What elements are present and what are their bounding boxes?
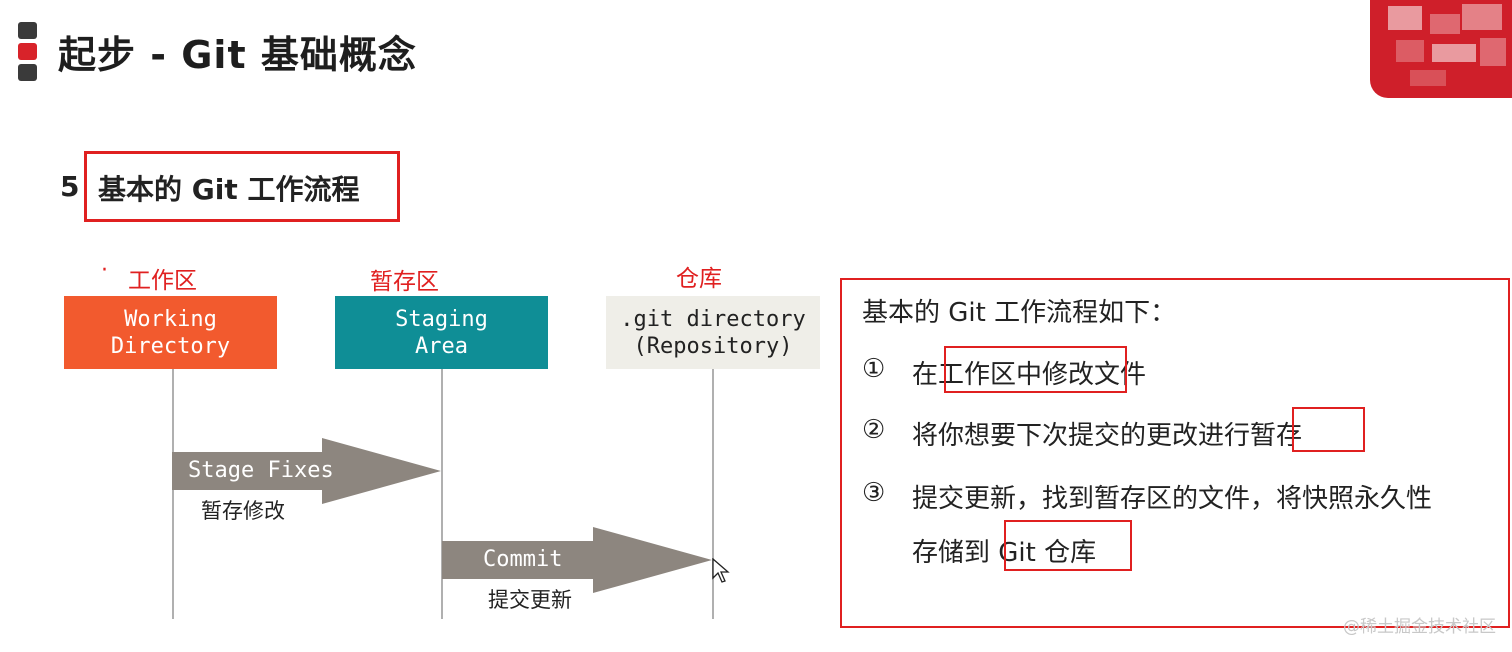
stage-fixes-arrow <box>172 438 441 504</box>
watermark: @稀土掘金技术社区 <box>1343 617 1496 637</box>
label-working-area: 工作区 <box>128 268 197 294</box>
header-marker-icon <box>18 43 37 60</box>
highlight-working-area <box>944 346 1127 393</box>
workflow-steps-panel <box>840 278 1510 628</box>
stage-fixes-label: Stage Fixes <box>188 458 334 483</box>
section-title: 基本的 Git 工作流程 <box>98 173 360 206</box>
header-marker-icon <box>18 64 37 81</box>
mouse-cursor-icon <box>712 558 730 583</box>
step-text: 提交更新，找到暂存区的文件，将快照永久性 <box>912 484 1433 514</box>
repository-lifeline <box>712 369 714 619</box>
panel-heading: 基本的 Git 工作流程如下： <box>862 298 1177 328</box>
staging-area-lifeline <box>441 369 443 619</box>
step-marker: ② <box>862 415 886 445</box>
commit-label: Commit <box>483 547 563 572</box>
repository-box: .git directory (Repository) <box>606 296 820 369</box>
step-marker: ① <box>862 354 886 384</box>
bullet-mark: · <box>101 258 108 283</box>
step-marker: ③ <box>862 478 886 508</box>
stage-fixes-caption: 暂存修改 <box>201 499 285 523</box>
step-text: 在工作区中修改文件 <box>912 360 1147 390</box>
label-staging-area: 暂存区 <box>370 269 439 295</box>
working-directory-box: Working Directory <box>64 296 277 369</box>
commit-arrow <box>442 527 712 593</box>
highlight-git-repo <box>1004 520 1132 571</box>
page-title: 起步 - Git 基础概念 <box>58 33 417 77</box>
brand-logo <box>1370 0 1512 98</box>
staging-area-box: Staging Area <box>335 296 548 369</box>
header-marker-icon <box>18 22 37 39</box>
label-repository: 仓库 <box>676 266 722 292</box>
highlight-staging <box>1292 407 1365 452</box>
working-directory-lifeline <box>172 369 174 619</box>
commit-caption: 提交更新 <box>488 588 572 612</box>
section-highlight-box <box>84 151 400 222</box>
section-number: 5 <box>60 170 80 203</box>
step-text: 将你想要下次提交的更改进行暂存 <box>912 421 1303 451</box>
